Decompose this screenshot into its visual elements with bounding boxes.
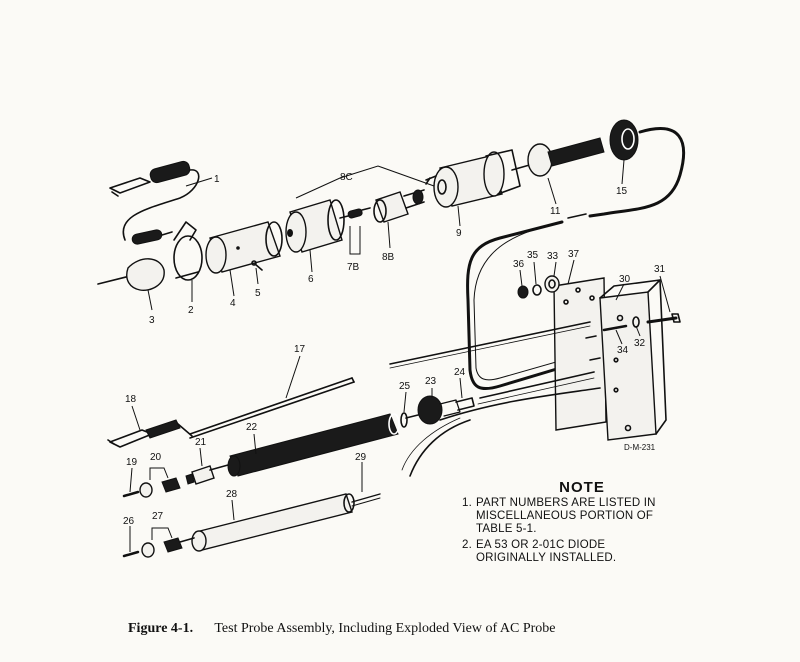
label-leaders (129, 159, 671, 552)
knurled-nut-23 (417, 395, 461, 425)
label-21: 21 (195, 437, 207, 448)
note-line: PART NUMBERS ARE LISTED IN (476, 497, 656, 509)
note-box: NOTE 1. PART NUMBERS ARE LISTED IN MISCE… (462, 479, 702, 565)
label-24: 24 (454, 367, 466, 378)
label-22: 22 (246, 422, 258, 433)
resistor-7b (339, 207, 371, 255)
label-30: 30 (619, 274, 631, 285)
probe-body-28 (191, 493, 355, 552)
figure-caption: Figure 4-1. Test Probe Assembly, Includi… (128, 621, 555, 637)
label-9: 9 (456, 228, 462, 239)
tip-20 (139, 467, 181, 498)
label-19: 19 (126, 457, 138, 468)
cable-11 (511, 137, 605, 219)
label-1: 1 (214, 174, 220, 185)
label-33: 33 (547, 251, 559, 262)
probe-body-22 (227, 413, 400, 477)
label-31: 31 (654, 264, 666, 275)
figure-title: Test Probe Assembly, Including Exploded … (214, 621, 556, 636)
grommet-15 (588, 119, 686, 218)
label-36: 36 (513, 259, 525, 270)
diode-holder-8b (373, 189, 425, 223)
screw-34 (602, 324, 628, 332)
label-3: 3 (149, 315, 155, 326)
probe-tip-3 (97, 258, 165, 292)
note-item-2: 2. EA 53 OR 2-01C DIODE ORIGINALLY INSTA… (462, 539, 702, 565)
note-line: MISCELLANEOUS PORTION OF (476, 510, 654, 522)
label-11: 11 (550, 206, 561, 217)
label-6: 6 (308, 274, 314, 285)
label-27: 27 (152, 511, 164, 522)
housing-9 (425, 149, 521, 208)
note-item-text: EA 53 OR 2-01C DIODE ORIGINALLY INSTALLE… (476, 539, 616, 565)
sleeve-4 (205, 221, 283, 274)
note-title: NOTE (559, 479, 605, 496)
clip-lead-assembly (109, 160, 200, 245)
alligator-clip-18 (107, 419, 193, 448)
pin-26 (122, 550, 140, 558)
note-item-number: 1. (462, 497, 472, 509)
label-15: 15 (616, 186, 628, 197)
clip-2 (173, 221, 203, 281)
leader-8c (295, 165, 435, 199)
note-item-number: 2. (462, 539, 472, 551)
coax-cable (466, 220, 602, 391)
part-labels: 1 2 3 4 5 6 7B 8B 8C 9 11 15 17 18 19 20… (123, 172, 666, 527)
label-18: 18 (125, 394, 137, 405)
label-29: 29 (355, 452, 367, 463)
note-line: EA 53 OR 2-01C DIODE (476, 539, 606, 551)
mounting-plate-37 (553, 277, 607, 431)
probe-pin (405, 414, 419, 419)
washer-35 (532, 284, 542, 296)
note-item-1: 1. PART NUMBERS ARE LISTED IN MISCELLANE… (462, 497, 702, 536)
tube-24 (455, 397, 475, 411)
wires (389, 321, 601, 477)
label-34: 34 (617, 345, 629, 356)
rod-17 (189, 377, 355, 439)
label-5: 5 (255, 288, 261, 299)
label-4: 4 (230, 298, 236, 309)
label-2: 2 (188, 305, 194, 316)
note-item-text: PART NUMBERS ARE LISTED IN MISCELLANEOUS… (476, 497, 656, 536)
label-26: 26 (123, 516, 135, 527)
label-28: 28 (226, 489, 238, 500)
label-8c: 8C (340, 172, 353, 183)
drawing-code: D-M-231 (624, 443, 656, 452)
label-37: 37 (568, 249, 580, 260)
connector-21 (185, 464, 229, 485)
label-25: 25 (399, 381, 411, 392)
label-17: 17 (294, 344, 306, 355)
screw-5 (251, 260, 263, 271)
figure-label: Figure 4-1. (128, 621, 194, 636)
label-20: 20 (150, 452, 162, 463)
label-8b: 8B (382, 252, 395, 263)
screw-31 (646, 313, 681, 324)
note-line: TABLE 5-1. (476, 523, 537, 535)
label-35: 35 (527, 250, 539, 261)
nut-33 (544, 275, 560, 293)
tip-27 (141, 527, 195, 558)
label-32: 32 (634, 338, 646, 349)
tip-29 (351, 493, 381, 507)
bracket-30 (599, 279, 667, 441)
pin-19 (122, 490, 140, 498)
nut-36 (517, 285, 529, 299)
body-6 (285, 199, 345, 253)
note-line: ORIGINALLY INSTALLED. (476, 552, 617, 564)
label-23: 23 (425, 376, 437, 387)
label-7b: 7B (347, 262, 360, 273)
ring-25 (400, 412, 408, 428)
